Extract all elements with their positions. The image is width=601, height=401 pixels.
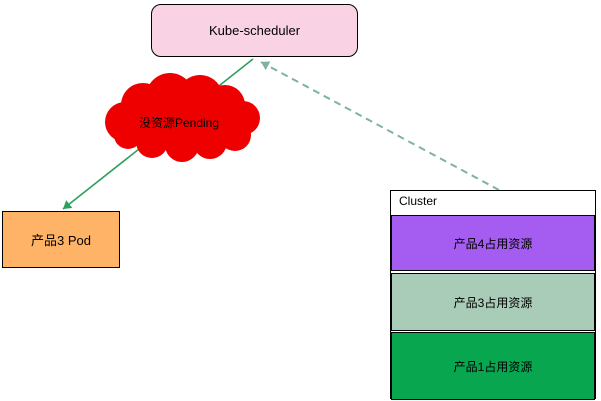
cluster-resource-product4-label: 产品4占用资源 (453, 236, 533, 251)
kube-scheduler-label: Kube-scheduler (208, 23, 301, 38)
pending-cloud-shape (105, 73, 260, 162)
pod-node: 产品3 Pod (2, 211, 120, 268)
cluster-resource-product1-label: 产品1占用资源 (453, 359, 533, 374)
cluster-resource-product3-label: 产品3占用资源 (453, 295, 533, 310)
cluster-resource-product4: 产品4占用资源 (391, 215, 595, 271)
cluster-container: Cluster 产品4占用资源 产品3占用资源 产品1占用资源 (390, 190, 596, 400)
cluster-resource-product1: 产品1占用资源 (391, 332, 595, 400)
pod-label: 产品3 Pod (31, 233, 91, 248)
kube-scheduler-node: Kube-scheduler (151, 4, 358, 57)
cluster-to-scheduler-arrow (260, 61, 500, 191)
cluster-resource-product3: 产品3占用资源 (391, 273, 595, 331)
cluster-title: Cluster (399, 194, 438, 208)
